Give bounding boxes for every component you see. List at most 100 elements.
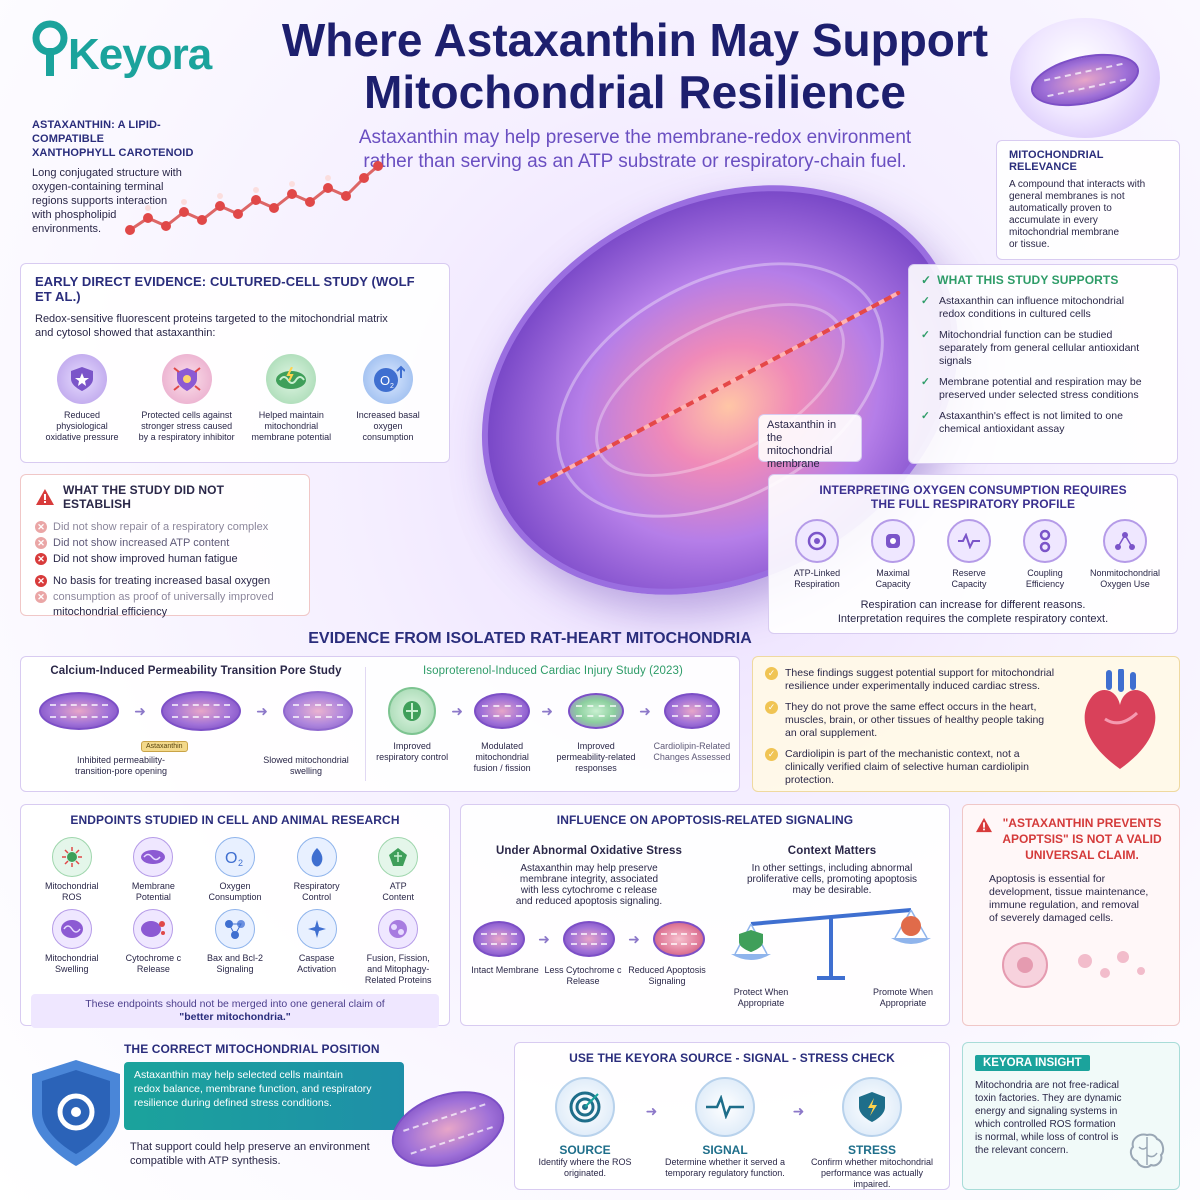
supports-title: ✓WHAT THIS STUDY SUPPORTS: [921, 273, 1119, 287]
endpoint-label: Caspase: [298, 953, 335, 963]
endpoint-item: Respiratory Control: [276, 837, 358, 903]
endpoint-label: ROS: [62, 892, 82, 902]
intro-line: oxygen-containing terminal: [32, 181, 164, 193]
supports-line: chemical antioxidant assay: [939, 423, 1065, 435]
not-established-item: ✕Did not show improved human fatigue: [35, 551, 295, 567]
apoptosis-left-line: Astaxanthin may help preserve: [520, 863, 658, 874]
endpoint-label: ATP: [389, 881, 407, 891]
svg-text:O: O: [225, 850, 237, 867]
position-banner-line: Astaxanthin may help selected cells main…: [134, 1069, 343, 1081]
target-icon: [555, 1077, 615, 1137]
shield-icon: [32, 1060, 120, 1166]
balance-scale-illustration: [731, 908, 931, 980]
insight-line: which controlled ROS formation: [975, 1119, 1116, 1130]
endpoint-label: Respiratory: [293, 881, 340, 891]
nonmitochondrial-oxygen-icon: [1103, 519, 1147, 563]
endpoint-label: Activation: [297, 964, 337, 974]
source-check-title: USE THE KEYORA SOURCE - SIGNAL - STRESS …: [569, 1051, 895, 1065]
oxygen-item-label: Capacity: [875, 579, 911, 589]
fusion-fission-icon: [378, 909, 419, 949]
endpoint-label: Bax and Bcl-2: [206, 953, 263, 963]
logo-text: Keyora: [68, 30, 212, 79]
coupling-efficiency-icon: [1023, 519, 1067, 563]
invalid-claim-panel: "ASTAXANTHIN PREVENTS APOPTSIS" IS NOT A…: [962, 804, 1180, 1026]
early-item: Reduced physiological oxidative pressure: [35, 354, 129, 443]
source-item-name: STRESS: [847, 1143, 896, 1157]
svg-text:2: 2: [390, 383, 394, 390]
endpoint-label: Oxygen: [219, 881, 251, 891]
endpoint-label: Potential: [135, 892, 171, 902]
not-established-item: ✕Did not show repair of a respiratory co…: [35, 519, 295, 535]
endpoint-item: ATP Content: [357, 837, 439, 903]
endpoint-item: Cytochrome c Release: [113, 909, 195, 986]
findings-line: an oral supplement.: [785, 727, 878, 739]
endpoint-item: Fusion, Fission, and Mitophagy- Related …: [357, 909, 439, 986]
position-foot-line: That support could help preserve an envi…: [130, 1141, 370, 1153]
oxygen-item-label: Nonmitochondrial: [1089, 568, 1161, 578]
svg-text:2: 2: [238, 858, 243, 867]
endpoint-label: Consumption: [208, 892, 262, 902]
maximal-capacity-icon: [871, 519, 915, 563]
mito-label-line: membrane: [767, 458, 820, 470]
endpoint-label: Related Proteins: [364, 975, 432, 985]
atp-content-icon: [378, 837, 419, 877]
oxygen-item-label: Reserve: [952, 568, 986, 578]
check-icon: ✓: [921, 273, 932, 287]
early-item-label: Protected cells against: [141, 410, 232, 420]
iso-item-label: Modulated: [481, 741, 524, 751]
position-banner-line: redox balance, membrane function, and re…: [134, 1083, 372, 1095]
swelling-icon: [51, 909, 92, 949]
permeability-icon: [568, 693, 625, 729]
calcium-item-label: Slowed mitochondrial: [263, 755, 349, 765]
source-item: SOURCE Identify where the ROS originated…: [527, 1077, 643, 1179]
apoptosis-right-line: In other settings, including abnormal: [751, 863, 913, 874]
findings-line: muscles, brain, or other tissues of heal…: [785, 714, 1045, 726]
arrow-right-icon: ➜: [792, 1103, 805, 1119]
supports-line: Astaxanthin can influence mitochondrial: [939, 295, 1125, 307]
not-established-panel: WHAT THE STUDY DID NOT ESTABLISH ✕Did no…: [20, 474, 310, 618]
endpoint-label: Signaling: [216, 964, 254, 974]
protect-label-line: Appropriate: [737, 998, 785, 1008]
source-item-line: Confirm whether mitochondrial: [810, 1157, 933, 1167]
not-established-item: ✕Did not show increased ATP content: [35, 535, 295, 551]
iso-item: Modulated mitochondrial fusion / fission: [463, 687, 541, 774]
oxygen-item-label: ATP-Linked: [793, 568, 841, 578]
arrow-right-icon: ➜: [541, 703, 553, 719]
calcium-item-label: Inhibited permeability-: [76, 755, 166, 765]
oxygen-item: Reserve Capacity: [933, 519, 1005, 590]
calcium-study-title: Calcium-Induced Permeability Transition …: [50, 665, 342, 677]
endpoint-label: Content: [382, 892, 414, 902]
intro-line: Long conjugated structure with: [32, 167, 182, 179]
apoptosis-signaling-icon: [652, 921, 705, 957]
endpoint-label: Fusion, Fission,: [366, 953, 430, 963]
position-title: THE CORRECT MITOCHONDRIAL POSITION: [124, 1042, 380, 1056]
iso-item-label: Changes Assessed: [653, 752, 731, 762]
invalid-line: immune regulation, and removal: [989, 899, 1139, 911]
supports-line: preserved under selected stress conditio…: [939, 389, 1139, 401]
oxygen-item-label: Efficiency: [1025, 579, 1065, 589]
respiratory-control-icon: [296, 837, 337, 877]
early-item-label: Reduced: [63, 410, 101, 420]
insight-line: energy and signaling systems in: [975, 1106, 1118, 1117]
promote-label-line: Appropriate: [879, 998, 927, 1008]
respiratory-control-icon: [388, 687, 437, 735]
early-item-label: oxygen: [373, 421, 403, 431]
iso-item-label: Improved: [577, 741, 615, 751]
source-item-line: temporary regulatory function.: [665, 1168, 785, 1178]
astaxanthin-molecule-illustration: [125, 161, 383, 235]
relevance-line: or tissue.: [1009, 239, 1050, 250]
calcium-item: Inhibited permeability- transition-pore …: [31, 755, 211, 777]
insight-line: is normal, while loss of control is: [975, 1132, 1119, 1143]
endpoints-foot-line: "better mitochondria.": [179, 1011, 291, 1023]
intro-title-line2: XANTHOPHYLL CAROTENOID: [32, 147, 194, 159]
endpoint-item: Bax and Bcl-2 Signaling: [194, 909, 276, 986]
endpoints-panel: ENDPOINTS STUDIED IN CELL AND ANIMAL RES…: [20, 804, 450, 1028]
cross-icon: ✕: [35, 553, 47, 566]
supports-line: Mitochondrial function can be studied: [939, 329, 1113, 341]
not-established-item: ✕No basis for treating increased basal o…: [35, 573, 295, 589]
keyora-insight-panel: KEYORA INSIGHT Mitochondria are not free…: [962, 1042, 1180, 1190]
apoptosis-right-line: may be desirable.: [792, 885, 872, 896]
supports-item: ✓Astaxanthin's effect is not limited to …: [921, 410, 1165, 436]
